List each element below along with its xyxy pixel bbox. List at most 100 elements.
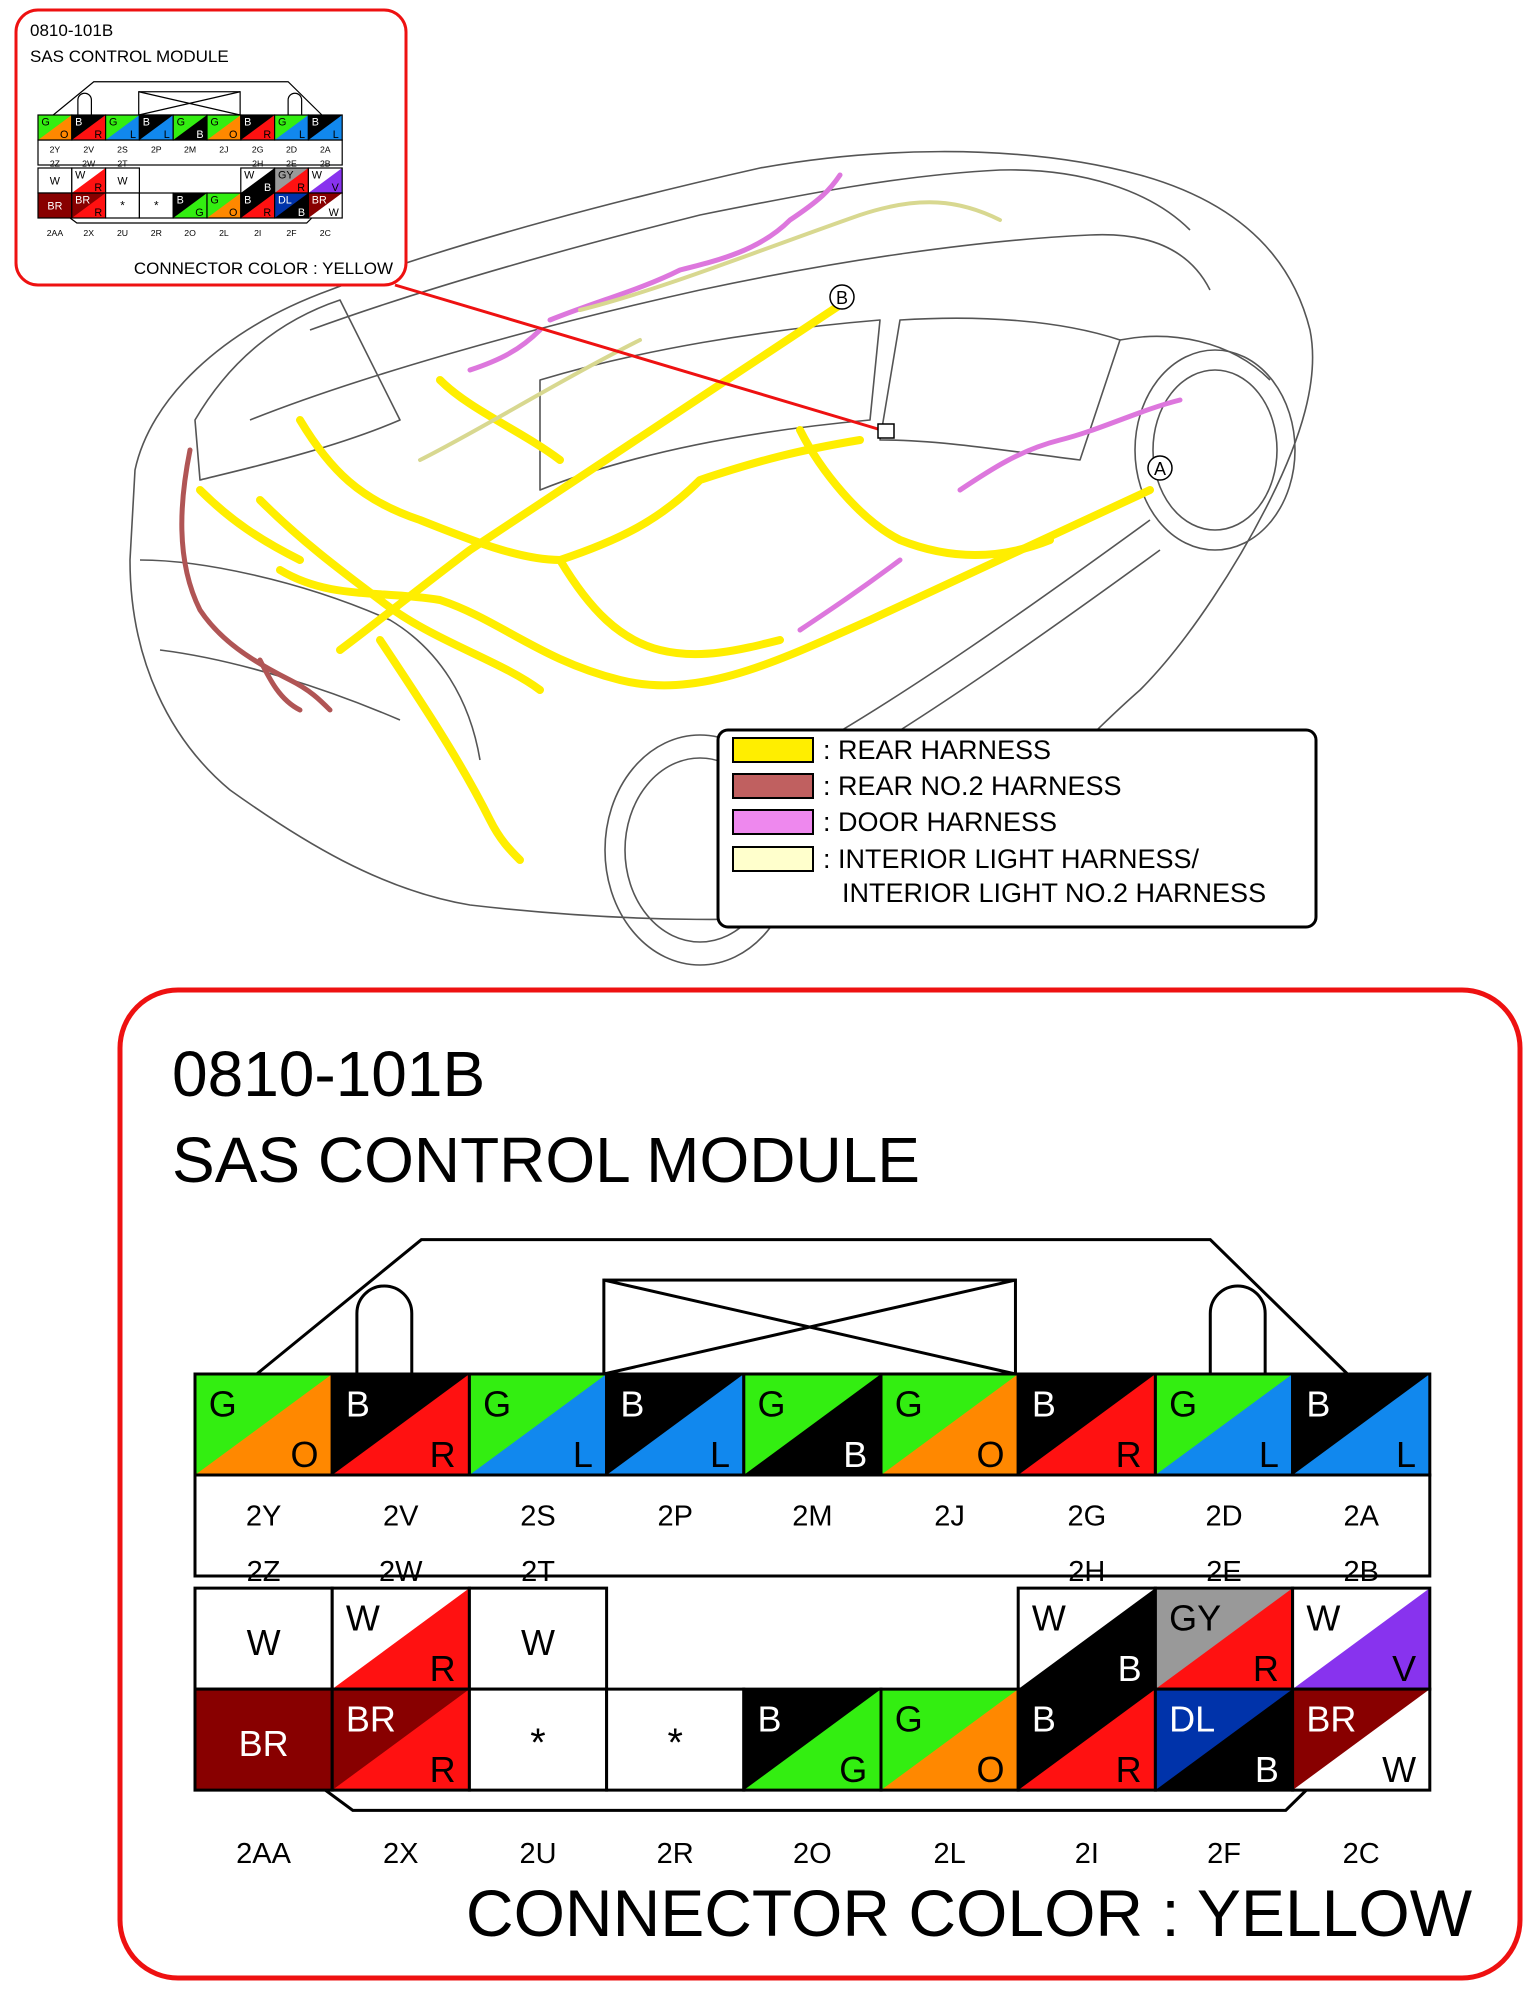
inset-pin-2Z: W	[37, 167, 73, 194]
big-pin-2J: GO	[879, 1372, 1020, 1477]
big-pin-label-2M: 2M	[792, 1501, 832, 1533]
big-pin-2H-color2: B	[1118, 1648, 1142, 1689]
big-pin-2D: GL	[1153, 1372, 1295, 1477]
big-pin-label-2O: 2O	[793, 1838, 832, 1870]
inset-center-key-x	[138, 91, 241, 116]
big-pin-label-2S: 2S	[520, 1501, 555, 1533]
big-pin-2H-color1: W	[1032, 1598, 1066, 1639]
big-pin-2V-color1: B	[346, 1383, 370, 1424]
inset-pin-label-2A: 2A	[320, 145, 331, 155]
big-lock-tab-1	[1208, 1284, 1267, 1374]
inset-pin-label-2V: 2V	[83, 145, 94, 155]
inset-pin-label-2B: 2B	[320, 158, 331, 168]
big-pin-2Z-color: W	[247, 1622, 281, 1663]
big-pin-label-2A: 2A	[1343, 1501, 1379, 1533]
big-pin-label-2C: 2C	[1343, 1838, 1380, 1870]
legend-label-0: : REAR HARNESS	[823, 735, 1051, 765]
big-pin-label-2L: 2L	[933, 1838, 965, 1870]
legend-swatch-0	[732, 737, 814, 763]
inset-pin-2X-color1: BR	[75, 195, 90, 207]
inset-pin-label-2Z: 2Z	[50, 158, 61, 168]
big-bottom-skirt	[324, 1788, 1308, 1812]
inset-pin-2U: *	[104, 192, 140, 219]
inset-pin-2P-color1: B	[143, 117, 150, 129]
legend-label-2: : DOOR HARNESS	[823, 807, 1057, 837]
harness-legend: : REAR HARNESS: REAR NO.2 HARNESS: DOOR …	[716, 728, 1318, 929]
inset-pin-2V-color1: B	[75, 117, 82, 129]
big-pin-2D-color2: L	[1259, 1434, 1279, 1475]
big-pin-2E-color1: GY	[1169, 1598, 1221, 1639]
inset-pin-2F-color1: DL	[278, 195, 292, 207]
connector-title: SAS CONTROL MODULE	[172, 1124, 920, 1196]
inset-pin-2I-color2: R	[263, 207, 271, 219]
big-pin-2B-color1: W	[1306, 1598, 1340, 1639]
inset-pin-2X-color2: R	[94, 207, 102, 219]
inset-pin-2H-color2: B	[264, 182, 271, 194]
big-pin-2Y-color1: G	[209, 1383, 237, 1424]
inset-pin-2C-color1: BR	[312, 195, 327, 207]
inset-pin-2I-color1: B	[244, 195, 251, 207]
inset-connector-panel: 0810-101B SAS CONTROL MODULE GO2YBR2VGL2…	[14, 8, 408, 287]
big-pin-2R: *	[605, 1687, 746, 1792]
inset-pin-2G-color1: B	[244, 117, 251, 129]
big-pin-label-2H: 2H	[1068, 1556, 1105, 1588]
inset-pin-2O-color1: B	[177, 195, 184, 207]
big-housing-outline	[255, 1238, 1349, 1376]
inset-pin-2Y-color2: O	[60, 129, 68, 141]
inset-pin-2T: W	[104, 167, 140, 194]
rear-no2-harness-routing	[179, 447, 333, 713]
big-lock-tab-0	[355, 1284, 414, 1374]
connector-color-label: CONNECTOR COLOR : YELLOW	[466, 1876, 1473, 1950]
inset-pin-label-2L: 2L	[219, 228, 229, 238]
callout-line	[394, 283, 889, 434]
inset-bottom-skirt	[69, 217, 313, 224]
inset-pin-2M-color1: G	[177, 117, 185, 129]
big-pin-2P: BL	[605, 1372, 746, 1477]
big-pin-label-2J: 2J	[934, 1501, 965, 1533]
big-pin-label-2I: 2I	[1075, 1838, 1099, 1870]
inset-pin-2H: WB	[240, 167, 276, 194]
big-pin-2C-color2: W	[1382, 1749, 1416, 1790]
legend-label-3: : INTERIOR LIGHT HARNESS/	[823, 844, 1200, 874]
big-pin-2X: BRR	[330, 1687, 471, 1792]
big-pin-2Y: GO	[193, 1372, 334, 1477]
big-pin-label-2T: 2T	[521, 1556, 555, 1588]
big-pin-2G-color1: B	[1032, 1383, 1056, 1424]
inset-pin-2A-color1: B	[312, 117, 319, 129]
big-pin-2C-color1: BR	[1306, 1699, 1356, 1740]
inset-pin-label-2H: 2H	[252, 158, 263, 168]
big-pin-2O-color2: G	[839, 1749, 867, 1790]
big-pin-label-2W: 2W	[379, 1556, 423, 1588]
big-pin-2P-color2: L	[710, 1434, 730, 1475]
inset-pin-2M: GB	[172, 114, 208, 141]
inset-pin-2S-color2: L	[130, 129, 136, 141]
inset-pin-2L-color1: G	[210, 195, 218, 207]
big-pin-2S-color1: G	[483, 1383, 511, 1424]
inset-pin-label-2R: 2R	[151, 228, 162, 238]
inset-pin-label-2J: 2J	[219, 145, 228, 155]
big-pin-label-2P: 2P	[657, 1501, 692, 1533]
inset-pin-2P-color2: L	[164, 129, 170, 141]
inset-pin-2G: BR	[240, 114, 276, 141]
big-pin-2A-color1: B	[1306, 1383, 1330, 1424]
inset-pin-2L-color2: O	[229, 207, 237, 219]
inset-pin-label-2Y: 2Y	[50, 145, 61, 155]
big-pin-2F: DLB	[1153, 1687, 1295, 1792]
inset-title: SAS CONTROL MODULE	[30, 47, 229, 66]
big-pin-2AA: BR	[193, 1687, 334, 1792]
inset-pin-2R-color: *	[154, 199, 159, 213]
big-pin-2W-color2: R	[430, 1648, 456, 1689]
inset-pin-2J: GO	[206, 114, 242, 141]
big-pin-2C: BR W	[1291, 1687, 1432, 1792]
inset-pin-label-2E: 2E	[286, 158, 297, 168]
inset-pin-2O: BG	[172, 192, 208, 219]
inset-connector-pinout: GO2YBR2VGL2SBL2PGB2MGO2JBR2GGL2DBL2A2ZW2…	[37, 81, 343, 238]
big-pin-2D-color1: G	[1169, 1383, 1197, 1424]
inset-code: 0810-101B	[30, 21, 113, 40]
inset-pin-label-2M: 2M	[184, 145, 196, 155]
inset-pin-2F-color2: B	[298, 207, 305, 219]
big-pin-2I-color2: R	[1116, 1749, 1142, 1790]
inset-pin-label-2W: 2W	[82, 158, 96, 168]
inset-pin-2Y-color1: G	[41, 117, 49, 129]
inset-pin-2X: BR R	[71, 192, 107, 219]
